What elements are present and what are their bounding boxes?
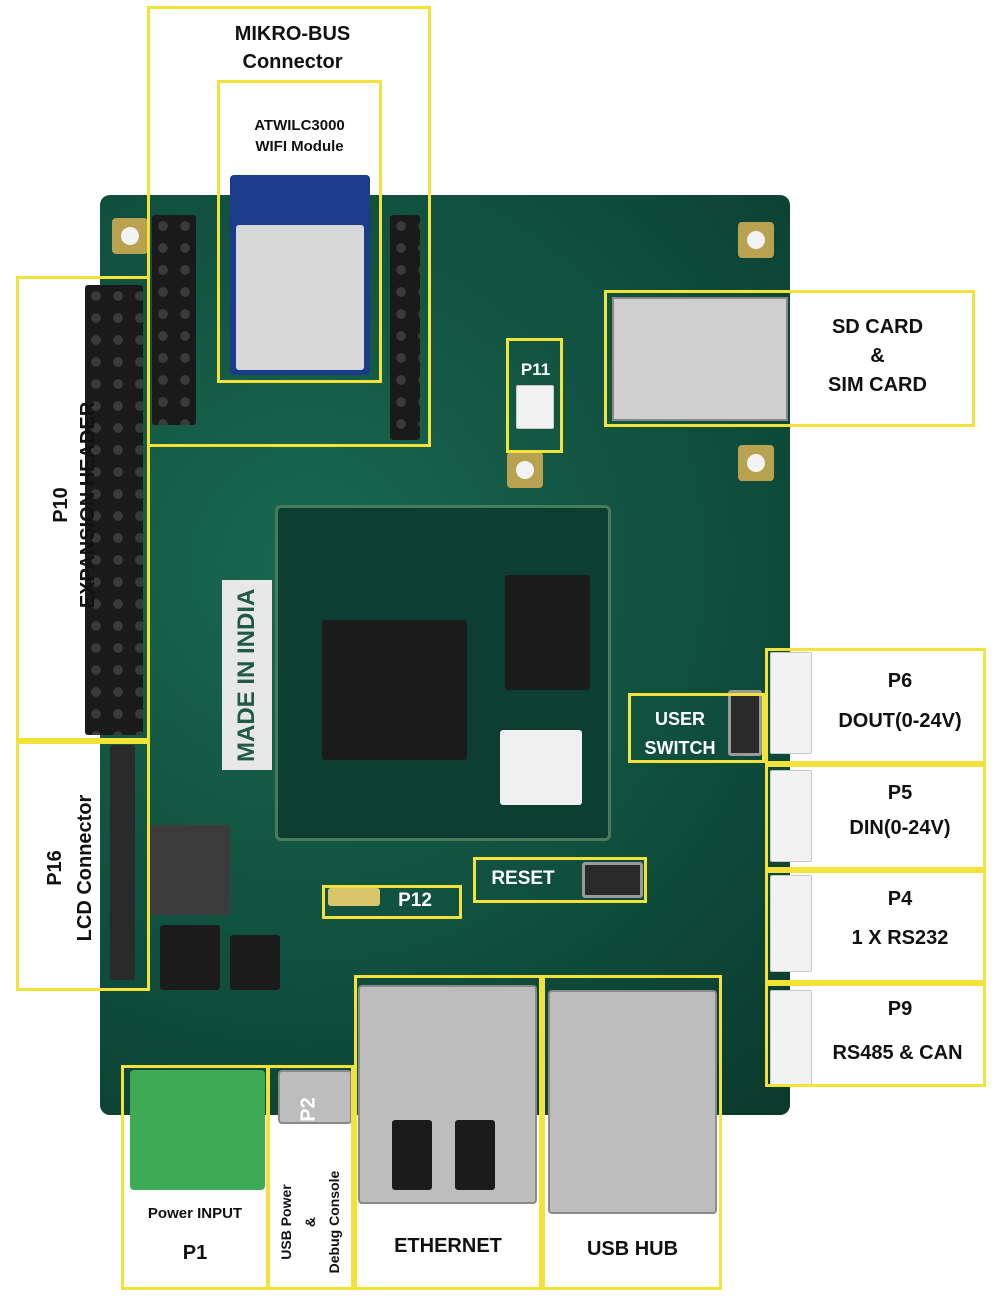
p5-box	[765, 764, 986, 870]
atwilc-box	[217, 80, 382, 383]
p1-label: P1	[182, 1242, 208, 1264]
p2-box	[267, 1065, 354, 1290]
made-in-india-label: MADE IN INDIA	[222, 580, 272, 770]
ethernet-port-right	[455, 1120, 495, 1190]
p11-box	[506, 338, 563, 453]
processor-chip	[322, 620, 467, 760]
mounting-hole	[507, 452, 543, 488]
p5-label: P5	[887, 782, 913, 804]
user-switch-box	[628, 693, 765, 763]
reset-button	[582, 862, 643, 898]
p12-box	[322, 885, 462, 919]
p5-connector	[770, 770, 812, 862]
ethernet-box	[354, 975, 542, 1290]
mounting-hole	[738, 445, 774, 481]
p9-label: P9	[887, 998, 913, 1020]
mikrobus-box	[147, 6, 431, 447]
p12-pads	[328, 888, 380, 906]
p2-label: P2	[297, 1097, 320, 1122]
reset-box	[473, 857, 647, 903]
memory-chip	[505, 575, 590, 690]
p12-label: P12	[398, 890, 432, 911]
user-switch-button	[728, 690, 762, 756]
user-switch-label: USER SWITCH	[644, 709, 716, 758]
power-terminal-block	[130, 1070, 265, 1190]
p6-box	[765, 648, 986, 764]
p6-label: P6	[887, 670, 913, 692]
sd-sim-box	[604, 290, 975, 427]
p11-connector	[516, 385, 554, 429]
p4-connector	[770, 875, 812, 972]
p16-box	[16, 741, 150, 991]
ethernet-jack	[358, 985, 537, 1204]
usb-hub-label: USB HUB	[586, 1238, 679, 1260]
p9-box	[765, 983, 986, 1087]
expansion-header	[85, 285, 143, 735]
p16-label: P16 LCD Connector	[44, 794, 96, 942]
ethernet-label: ETHERNET	[394, 1235, 502, 1257]
usb-hub-jack	[548, 990, 717, 1214]
p4-label: P4	[887, 888, 913, 910]
p9-desc: RS485 & CAN	[832, 1042, 963, 1064]
mounting-hole	[112, 218, 148, 254]
power-input-label: Power INPUT	[147, 1205, 243, 1222]
p5-desc: DIN(0-24V)	[849, 817, 951, 839]
p6-desc: DOUT(0-24V)	[838, 710, 962, 732]
regulator-ic	[230, 935, 280, 990]
p4-desc: 1 X RS232	[851, 927, 949, 949]
qr-label	[500, 730, 582, 805]
power-ic	[160, 925, 220, 990]
usb-power-label: USB Power & Debug Console	[278, 1170, 342, 1274]
p10-label: P10 EXPANSION HEADER	[50, 401, 99, 609]
mikrobus-header-left	[152, 215, 196, 425]
mikrobus-label: MIKRO-BUS Connector	[234, 23, 351, 73]
atwilc-label: ATWILC3000 WIFI Module	[254, 117, 345, 155]
p10-box	[16, 276, 150, 741]
mounting-hole	[738, 222, 774, 258]
ethernet-port-left	[392, 1120, 432, 1190]
lcd-connector	[110, 745, 135, 980]
p4-box	[765, 870, 986, 983]
reset-label: RESET	[491, 868, 555, 889]
inductor	[150, 825, 230, 915]
sd-sim-socket	[612, 297, 788, 421]
p9-connector	[770, 990, 812, 1087]
wifi-module-shield	[236, 225, 364, 370]
usb-hub-box	[542, 975, 722, 1290]
p11-label: P11	[520, 360, 551, 379]
sd-sim-label: SD CARD & SIM CARD	[828, 316, 927, 396]
mikrobus-header-right	[390, 215, 420, 440]
p6-connector	[770, 652, 812, 754]
